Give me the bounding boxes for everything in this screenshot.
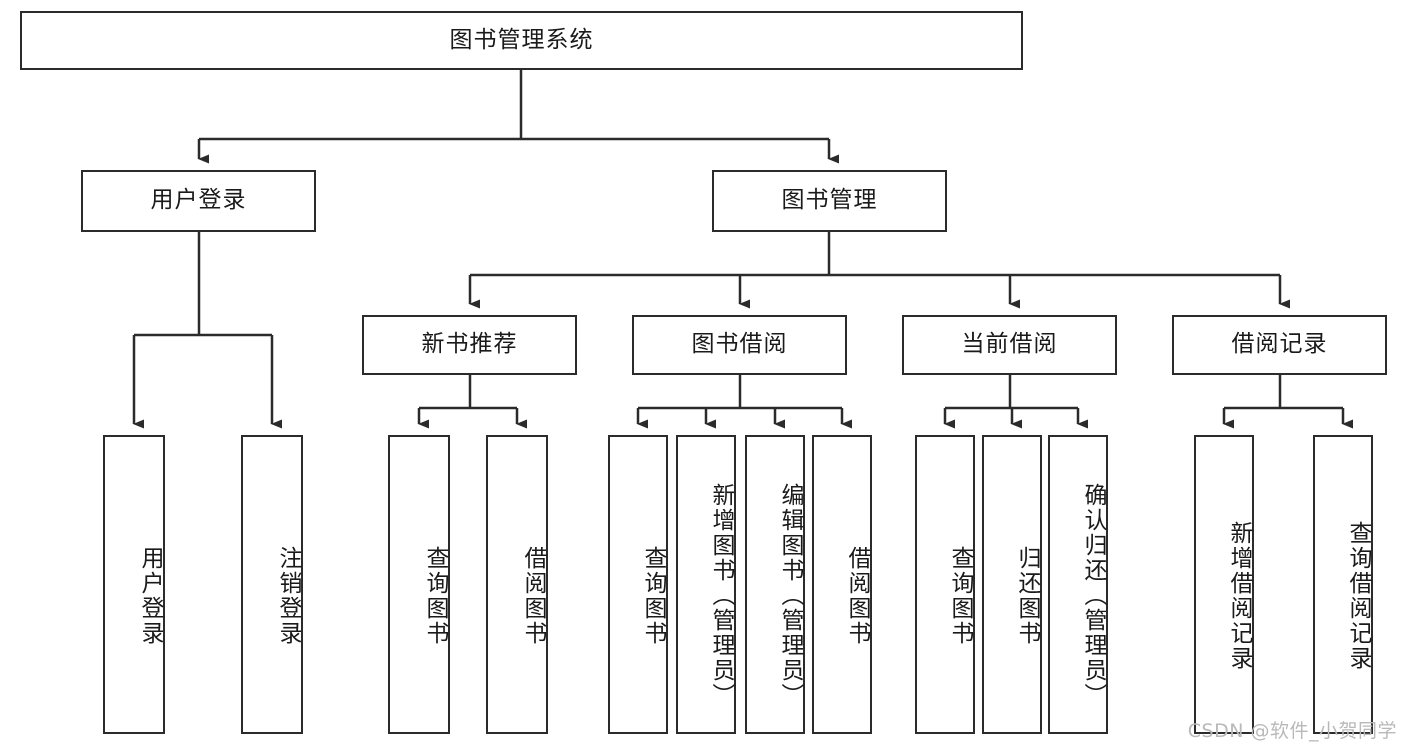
node-leaf-user-logout[interactable]: 注销登录 [241,435,303,734]
node-root[interactable]: 图书管理系统 [20,11,1023,70]
node-leaf-borrow-query-label: 查询图书 [640,545,666,646]
node-leaf-rec-borrow[interactable]: 借阅图书 [486,435,548,734]
node-leaf-cur-return[interactable]: 归还图书 [982,435,1042,734]
node-leaf-cur-query-label: 查询图书 [947,545,973,646]
node-leaf-borrow-edit[interactable]: 编辑图书（管理员） [745,435,805,734]
node-book-borrow-label: 图书借阅 [691,331,788,358]
node-leaf-rec-query-label: 查询图书 [422,545,448,646]
node-leaf-cur-return-label: 归还图书 [1014,545,1040,646]
node-user-login[interactable]: 用户登录 [81,170,316,232]
node-book-borrow[interactable]: 图书借阅 [632,315,847,375]
node-leaf-borrow-query[interactable]: 查询图书 [608,435,668,734]
node-leaf-rec-borrow-label: 借阅图书 [520,545,546,646]
node-leaf-borrow-edit-label: 编辑图书（管理员） [777,483,803,708]
node-current-borrow[interactable]: 当前借阅 [902,315,1117,375]
node-borrow-record-label: 借阅记录 [1231,331,1328,358]
node-leaf-user-logout-label: 注销登录 [275,545,301,646]
node-leaf-rec-search-label: 查询借阅记录 [1345,520,1371,671]
node-leaf-borrow-lend-label: 借阅图书 [844,545,870,646]
node-leaf-rec-add[interactable]: 新增借阅记录 [1194,435,1254,734]
node-leaf-rec-add-label: 新增借阅记录 [1226,520,1252,671]
node-new-book-rec[interactable]: 新书推荐 [362,315,577,375]
node-leaf-cur-confirm-label: 确认归还（管理员） [1080,483,1106,708]
node-leaf-borrow-add[interactable]: 新增图书（管理员） [676,435,736,734]
node-leaf-user-login[interactable]: 用户登录 [103,435,165,734]
node-book-manage-label: 图书管理 [781,187,878,214]
node-current-borrow-label: 当前借阅 [961,331,1058,358]
node-leaf-rec-search[interactable]: 查询借阅记录 [1313,435,1373,734]
node-borrow-record[interactable]: 借阅记录 [1172,315,1387,375]
node-leaf-user-login-label: 用户登录 [137,545,163,646]
node-leaf-borrow-lend[interactable]: 借阅图书 [812,435,872,734]
node-leaf-cur-confirm[interactable]: 确认归还（管理员） [1048,435,1108,734]
watermark-text: CSDN @软件_小贺同学 [1187,720,1397,742]
node-book-manage[interactable]: 图书管理 [712,170,947,232]
node-leaf-cur-query[interactable]: 查询图书 [915,435,975,734]
node-new-book-rec-label: 新书推荐 [421,331,518,358]
node-root-label: 图书管理系统 [449,26,594,53]
node-user-login-label: 用户登录 [150,187,247,214]
node-leaf-rec-query[interactable]: 查询图书 [388,435,450,734]
node-leaf-borrow-add-label: 新增图书（管理员） [708,483,734,708]
